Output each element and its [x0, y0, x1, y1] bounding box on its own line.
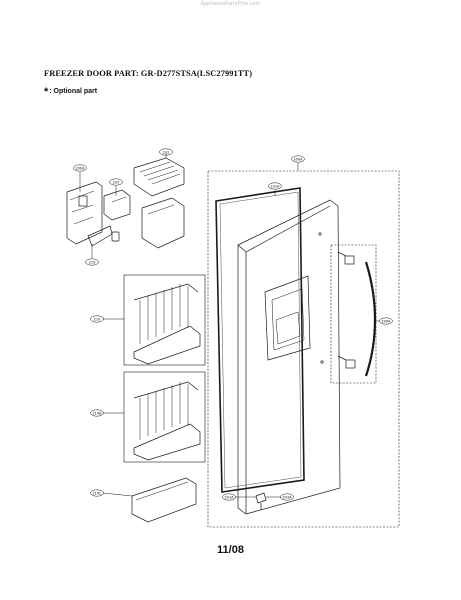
callout-label: 200A — [381, 319, 391, 323]
optional-star: * — [44, 86, 49, 98]
door-bin-lower — [123, 371, 206, 463]
callout-label: 210 — [94, 317, 102, 321]
optional-part-note: *: Optional part — [44, 84, 98, 98]
door-assembly-box — [207, 170, 400, 528]
door-gasket — [215, 187, 305, 493]
door-panel — [237, 199, 341, 515]
callout-label: 219 — [89, 260, 97, 264]
callout-label: 210B — [92, 411, 102, 415]
door-handle — [337, 251, 377, 377]
page-number: 11/08 — [217, 544, 244, 556]
door-bin-upper — [123, 274, 206, 366]
callout-label: 231A — [270, 184, 280, 188]
lower-hinge — [255, 492, 267, 504]
callout-label: 210C — [92, 491, 102, 495]
callout-label: 200A — [293, 157, 303, 161]
callout-label: 200A — [75, 166, 85, 170]
callout-ovals — [73, 148, 393, 501]
watermark: AppliancePartsPros.com — [200, 1, 261, 7]
callout-label: 212 — [163, 150, 170, 154]
callout-label: 201A — [224, 495, 234, 499]
door-bin-tray — [131, 477, 197, 523]
page-title: FREEZER DOOR PART: GR-D277STSA(LSC27991T… — [44, 69, 253, 78]
callout-label: 220 — [113, 180, 121, 184]
optional-label: : Optional part — [49, 88, 98, 95]
callout-label: 203A — [282, 495, 292, 499]
ice-dispenser-assembly — [66, 157, 185, 249]
